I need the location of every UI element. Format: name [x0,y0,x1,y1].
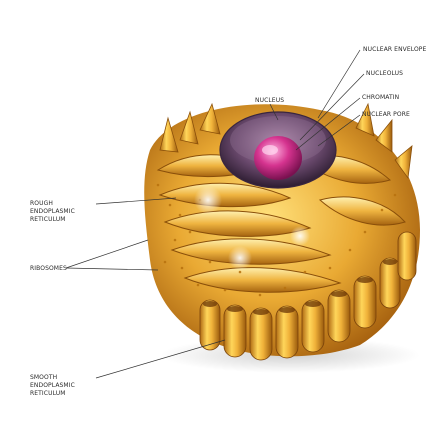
label-ribosomes: RIBOSOMES [30,265,67,273]
label-rough-er: ROUGH ENDOPLASMIC RETICULUM [30,200,94,224]
nucleolus-highlight [262,145,278,155]
label-nucleus: NUCLEUS [255,97,284,105]
highlight-glow [290,226,310,246]
highlight-glow [228,246,252,270]
label-nucleolus: NUCLEOLUS [366,70,403,78]
label-nuclear-pore: NUCLEAR PORE [362,111,410,119]
label-smooth-er: SMOOTH ENDOPLASMIC RETICULUM [30,374,94,398]
label-chromatin: CHROMATIN [362,94,399,102]
label-nuclear-envelope: NUCLEAR ENVELOPE [363,46,448,54]
nucleolus [254,136,302,180]
highlight-glow [194,186,222,214]
